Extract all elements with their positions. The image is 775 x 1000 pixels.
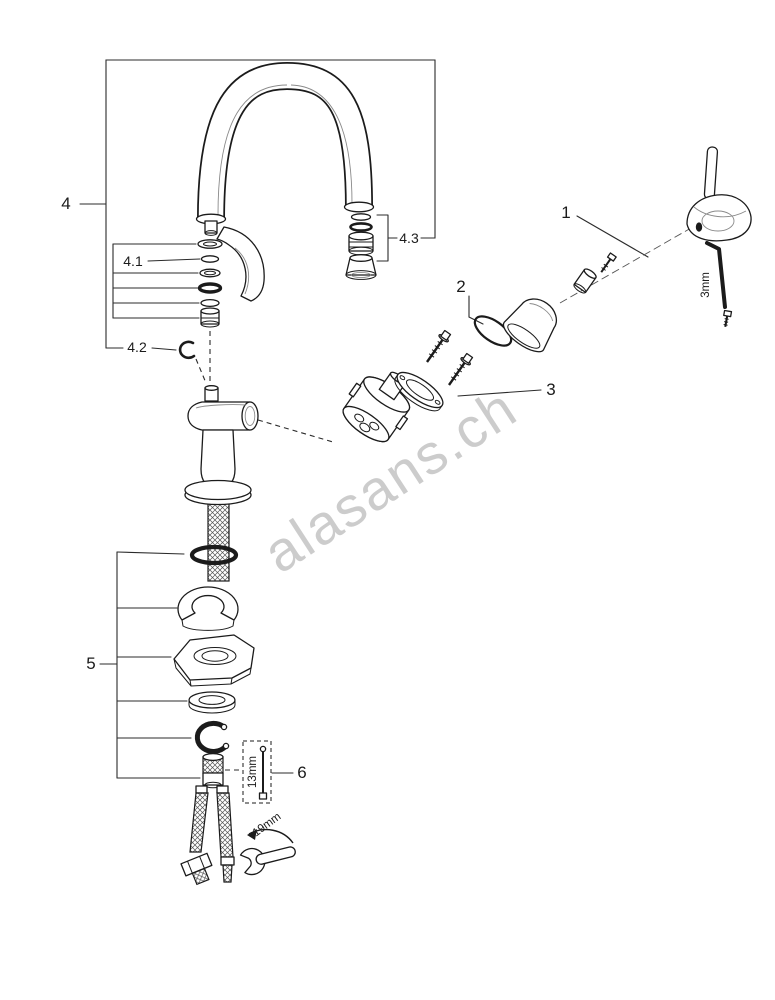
mounting-nut	[173, 634, 255, 687]
label-part-4: 4	[61, 194, 71, 213]
label-part-4-1: 4.1	[123, 253, 143, 269]
base-washer	[188, 691, 236, 714]
cartridge-screw-2	[448, 352, 474, 386]
arrow-head	[247, 829, 257, 840]
label-part-4-3: 4.3	[399, 230, 419, 246]
lever-handle-group	[686, 146, 752, 242]
spout-base-sleeve	[216, 226, 265, 302]
socket-size-label: 13mm	[247, 756, 259, 788]
hoses-group	[180, 785, 235, 886]
cartridge-cap	[502, 298, 557, 353]
shank-oring	[189, 544, 239, 566]
spout-seal-rings-group	[197, 239, 223, 328]
label-part-3: 3	[546, 380, 556, 399]
spout-group	[195, 61, 375, 236]
hex-key-group	[705, 241, 733, 328]
label-part-6: 6	[297, 763, 307, 782]
label-part-1: 1	[561, 203, 571, 222]
stabilizer-horseshoe	[177, 586, 239, 631]
label-part-4-2: 4.2	[127, 339, 147, 355]
wrench-group	[239, 828, 296, 876]
label-part-2: 2	[456, 277, 466, 296]
hex-key-size-label: 3mm	[700, 272, 712, 298]
aerator-group	[345, 213, 377, 280]
handle-set-screw	[573, 252, 617, 294]
cap-oring	[473, 315, 513, 347]
spout-circlip	[178, 340, 196, 360]
mounting-circlip	[194, 721, 230, 754]
threaded-connector	[202, 752, 224, 789]
label-part-5: 5	[86, 654, 96, 673]
mounting-parts-group	[173, 544, 255, 789]
cartridge-screw-1	[426, 329, 452, 363]
cartridge-flange	[394, 371, 444, 412]
socket-tool-group	[242, 740, 272, 804]
